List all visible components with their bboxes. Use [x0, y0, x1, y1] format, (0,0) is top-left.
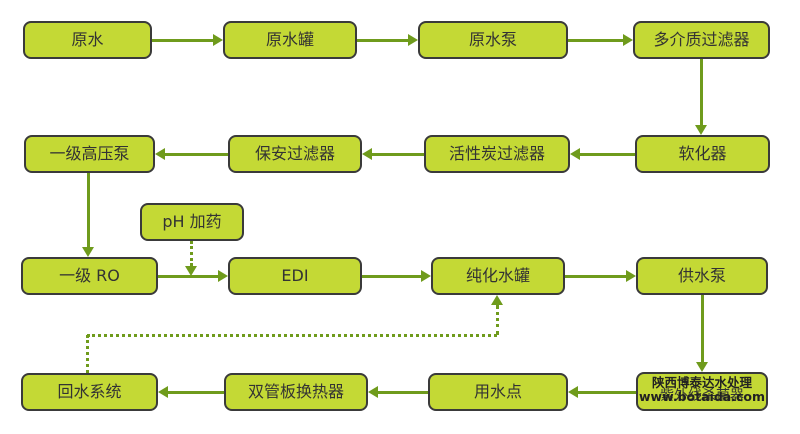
arrowhead-supply-pump-to-uv	[696, 362, 708, 372]
edge-line-hp-pump-to-ro	[87, 173, 90, 247]
node-label-multimedia-filter: 多介质过滤器	[653, 30, 750, 49]
node-label-ro: 一级 RO	[59, 266, 120, 285]
edge-line-softener-to-carbon	[580, 153, 635, 156]
node-label-hp-pump: 一级高压泵	[49, 144, 130, 163]
node-label-ph-dosing: pH 加药	[162, 212, 222, 231]
arrowhead-ph-dosing-drop	[185, 266, 197, 276]
node-label-use-point: 用水点	[473, 382, 522, 401]
node-label-return-system: 回水系统	[57, 382, 122, 401]
arrowhead-tank-to-pump	[408, 34, 418, 46]
arrowhead-hp-pump-to-ro	[82, 247, 94, 257]
node-raw-water: 原水	[23, 21, 152, 59]
node-label-carbon-filter: 活性炭过滤器	[448, 144, 545, 163]
node-label-raw-water-pump: 原水泵	[468, 30, 517, 49]
node-label-softener: 软化器	[678, 144, 727, 163]
arrowhead-carbon-to-security	[362, 148, 372, 160]
node-purified-tank: 纯化水罐	[431, 257, 565, 295]
arrowhead-raw-water-to-tank	[213, 34, 223, 46]
node-label-heat-exchanger: 双管板换热器	[247, 382, 344, 401]
node-multimedia-filter: 多介质过滤器	[633, 21, 770, 59]
node-edi: EDI	[228, 257, 362, 295]
edge-line-carbon-to-security	[372, 153, 424, 156]
edge-line-raw-water-to-tank	[152, 39, 213, 42]
arrowhead-pump-to-multimedia	[623, 34, 633, 46]
edge-line-uv-to-use-point	[578, 391, 636, 394]
arrowhead-edi-to-purified-tank	[421, 270, 431, 282]
node-heat-exchanger: 双管板换热器	[224, 373, 368, 411]
node-label-raw-water: 原水	[71, 30, 104, 49]
node-raw-water-pump: 原水泵	[418, 21, 568, 59]
node-label-security-filter: 保安过滤器	[254, 144, 335, 163]
arrowhead-ro-to-edi	[218, 270, 228, 282]
arrowhead-softener-to-carbon	[570, 148, 580, 160]
arrowhead-uv-to-use-point	[568, 386, 578, 398]
node-softener: 软化器	[635, 135, 770, 173]
edge-line-ph-dosing-drop	[190, 241, 193, 266]
node-return-system: 回水系统	[21, 373, 158, 411]
node-label-purified-tank: 纯化水罐	[465, 266, 530, 285]
edge-line-return-run	[87, 334, 497, 337]
edge-line-heat-exch-to-return	[168, 391, 224, 394]
node-use-point: 用水点	[428, 373, 568, 411]
arrowhead-security-to-hp-pump	[155, 148, 165, 160]
node-ro: 一级 RO	[21, 257, 158, 295]
arrowhead-purified-to-supply-pump	[626, 270, 636, 282]
watermark-url-text: www.botaida.com	[639, 389, 765, 404]
node-ph-dosing: pH 加药	[140, 203, 244, 241]
edge-line-security-to-hp-pump	[165, 153, 228, 156]
node-label-raw-water-tank: 原水罐	[265, 30, 314, 49]
node-raw-water-tank: 原水罐	[223, 21, 357, 59]
watermark-company-text: 陕西博泰达水处理	[651, 375, 752, 390]
edge-line-supply-pump-to-uv	[701, 295, 704, 362]
node-carbon-filter: 活性炭过滤器	[424, 135, 570, 173]
node-hp-pump: 一级高压泵	[24, 135, 155, 173]
edge-line-return-to-purified-tank	[496, 305, 499, 335]
arrowhead-heat-exch-to-return	[158, 386, 168, 398]
edge-line-pump-to-multimedia	[568, 39, 623, 42]
edge-line-use-point-to-heat-exch	[378, 391, 428, 394]
edge-line-multimedia-to-softener	[700, 59, 703, 125]
edge-line-edi-to-purified-tank	[362, 275, 421, 278]
edge-line-tank-to-pump	[357, 39, 408, 42]
arrowhead-use-point-to-heat-exch	[368, 386, 378, 398]
node-supply-pump: 供水泵	[636, 257, 768, 295]
node-label-edi: EDI	[281, 266, 309, 285]
arrowhead-return-to-purified-tank	[491, 295, 503, 305]
edge-line-ro-to-edi	[158, 275, 218, 278]
node-security-filter: 保安过滤器	[228, 135, 362, 173]
arrowhead-multimedia-to-softener	[695, 125, 707, 135]
edge-line-purified-to-supply-pump	[565, 275, 626, 278]
node-label-supply-pump: 供水泵	[677, 266, 726, 285]
edge-line-return-riser	[86, 335, 89, 373]
